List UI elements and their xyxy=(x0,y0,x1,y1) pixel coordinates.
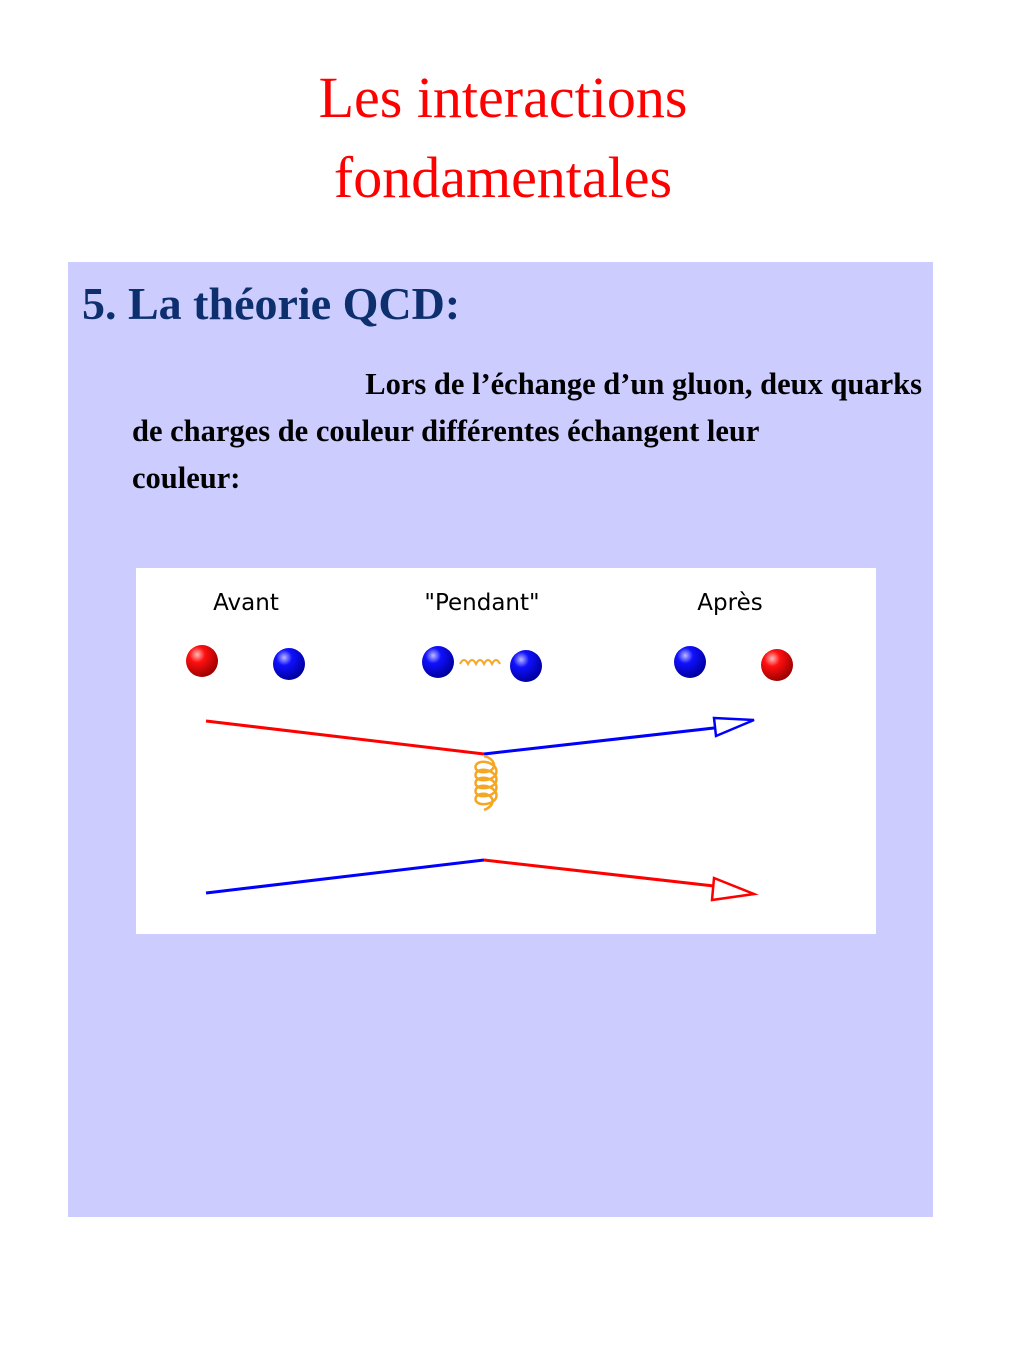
page-title: Les interactions fondamentales xyxy=(0,58,1006,218)
during-gluon xyxy=(459,659,501,667)
top-outgoing-blue-line xyxy=(483,726,715,756)
after-blue-quark xyxy=(674,646,706,678)
title-line-1: Les interactions xyxy=(318,65,688,130)
top-arrowhead xyxy=(712,716,755,738)
section-heading: 5. La théorie QCD: xyxy=(82,278,461,329)
exchanged-gluon xyxy=(474,754,498,812)
during-left-blue-quark xyxy=(422,646,454,678)
diagram-graphics xyxy=(186,645,793,902)
bottom-outgoing-red-line xyxy=(483,858,715,888)
content-panel: 5. La théorie QCD: Lors de l’échange d’u… xyxy=(68,262,933,1217)
paragraph-line-2: de charges de couleur différentes échang… xyxy=(132,414,760,448)
after-red-quark xyxy=(761,649,793,681)
label-before: Avant xyxy=(213,590,279,616)
bottom-incoming-blue-line xyxy=(205,858,485,895)
label-during: "Pendant" xyxy=(424,590,540,616)
section-paragraph: Lors de l’échange d’un gluon, deux quark… xyxy=(132,361,922,502)
gluon-exchange-diagram: Avant "Pendant" Après xyxy=(136,568,876,934)
before-blue-quark xyxy=(273,648,305,680)
before-red-quark xyxy=(186,645,218,677)
paragraph-line-3: couleur: xyxy=(132,461,241,495)
during-right-blue-quark xyxy=(510,650,542,682)
label-after: Après xyxy=(697,590,763,616)
top-incoming-red-line xyxy=(205,719,485,756)
title-line-2: fondamentales xyxy=(333,145,673,210)
bottom-arrowhead xyxy=(710,876,759,902)
paragraph-line-1: Lors de l’échange d’un gluon, deux quark… xyxy=(365,367,922,401)
